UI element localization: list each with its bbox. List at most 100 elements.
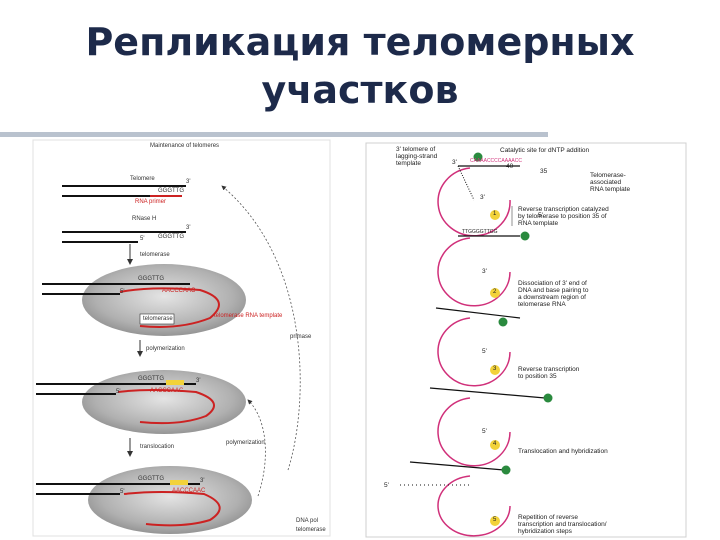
step-1-line-3: RNA template [518, 220, 559, 227]
slide-title: Репликация теломерных участков [0, 18, 720, 114]
step-number-marker [490, 288, 500, 298]
label-template-l2: lagging-strand [396, 153, 438, 160]
telomerase-label-box [139, 313, 175, 325]
label-polymerization-2: polymerization [226, 440, 265, 446]
label-primer: RNA primer [135, 199, 167, 205]
telomerase-rna-loop [437, 317, 511, 387]
stage-4 [429, 387, 553, 467]
step-number: 2 [493, 289, 497, 295]
step-2-line-2: DNA and base pairing to [518, 287, 589, 294]
left-figure-header: Maintenance of telomeres [150, 143, 220, 149]
end-label: 5' [140, 236, 145, 242]
catalytic-site [501, 465, 511, 475]
stage-1 [437, 152, 520, 237]
end-label: 3' [200, 478, 205, 484]
step-number-marker [490, 440, 500, 450]
prime-label: 3' [482, 268, 487, 275]
seq-stage-3: GGGTTG [138, 276, 164, 282]
label-rna-template: telomerase RNA template [214, 313, 283, 319]
new-repeat [170, 480, 188, 485]
step-number: 5 [493, 517, 497, 523]
title-line-1: Репликация теломерных [85, 20, 635, 64]
step-number: 4 [493, 441, 497, 447]
dna-sequence: TTGGGGTTGG [462, 229, 498, 235]
return-arrow [247, 399, 266, 497]
telomerase-complex [82, 370, 246, 434]
dna-strand [435, 307, 521, 319]
rna-sequence: CAAAACCCCAAAACC [470, 158, 522, 164]
step-3-line-2: to position 35 [518, 373, 557, 380]
dna-strand [409, 461, 505, 471]
seq-after-rnase: GGGTTG [158, 234, 184, 240]
step-2-line-3: a downstream region of [518, 294, 586, 301]
step-number-marker [490, 365, 500, 375]
dna-strand [429, 387, 546, 399]
step-1-line-1: Reverse transcription catalyzed [518, 206, 609, 213]
end-label: 3' [186, 179, 191, 185]
step-5-line-1: Repetition of reverse [518, 514, 578, 521]
step-2-line-4: telomerase RNA [518, 301, 566, 308]
step-5-line-3: hybridization steps [518, 528, 572, 535]
seq-stage-5: GGGTTG [138, 476, 164, 482]
telomerase-complex [82, 264, 246, 336]
telomerase-rna-loop [437, 167, 511, 237]
right-figure-frame [365, 142, 687, 538]
step-number-marker [490, 210, 500, 220]
label-rnase-h: RNase H [132, 216, 157, 222]
rna-template-3: AACCCAAC [172, 488, 206, 494]
step-5-line-2: transcription and translocation/ [518, 521, 607, 528]
new-repeat [166, 380, 184, 385]
step-number: 1 [493, 211, 497, 217]
label-assoc-l2: associated [590, 179, 622, 186]
prime-label: 5' [482, 428, 487, 435]
return-arrow [221, 185, 301, 471]
step-3-line-1: Reverse transcription [518, 366, 580, 373]
telomerase-complex [88, 466, 252, 534]
seq-telomere: GGGTTG [158, 188, 184, 194]
seq-stage-4: GGGTTG [138, 376, 164, 382]
telomerase-rna [123, 491, 221, 527]
end-label: 5' [120, 489, 125, 495]
label-telomere: Telomere [130, 176, 155, 182]
position-40: 40 [506, 163, 514, 170]
prime-label: 5' [384, 482, 389, 489]
end-label: 5' [116, 389, 121, 395]
title-underline [0, 132, 548, 137]
label-primase: primase [290, 334, 312, 340]
step-number: 3 [493, 366, 497, 372]
step-polymerization: polymerization [146, 346, 185, 352]
telomerase-rna [119, 287, 220, 328]
step-translocation: translocation [140, 444, 175, 450]
label-template-l1: 3' telomere of [396, 146, 436, 153]
telomerase-rna-loop [437, 397, 511, 467]
telomerase-rna-loop [437, 237, 511, 307]
prime-label: 5' [482, 348, 487, 355]
telomerase-rna [117, 389, 215, 425]
prime-label: 5' [538, 212, 543, 219]
catalytic-site [473, 152, 483, 162]
step-1-line-2: by telomerase to position 35 of [518, 213, 607, 220]
step-number-marker [490, 516, 500, 526]
left-figure [32, 139, 331, 537]
step-4-line-1: Translocation and hybridization [518, 448, 608, 455]
step-2-line-1: Dissociation of 3' end of [518, 280, 587, 287]
label-assoc-l3: RNA template [590, 186, 631, 193]
footer-telomerase: telomerase [296, 527, 326, 533]
rna-template-1: AACCCAAC [162, 288, 196, 294]
catalytic-site [543, 393, 553, 403]
footer-dna-pol: DNA pol [296, 518, 319, 524]
label-telomerase-box: telomerase [143, 316, 173, 322]
rna-template-2: AACCCAAC [150, 388, 184, 394]
catalytic-site [520, 231, 530, 241]
stage-5 [400, 461, 511, 537]
stage-3 [435, 307, 521, 387]
catalytic-site [498, 317, 508, 327]
stage-2 [437, 231, 530, 307]
label-catalytic-site: Catalytic site for dNTP addition [500, 147, 590, 154]
end-label: 5' [120, 289, 125, 295]
title-line-2: участков [261, 68, 459, 112]
end-label: 3' [196, 378, 201, 384]
step-telomerase: telomerase [140, 252, 170, 258]
prime-label: 3' [452, 159, 457, 166]
